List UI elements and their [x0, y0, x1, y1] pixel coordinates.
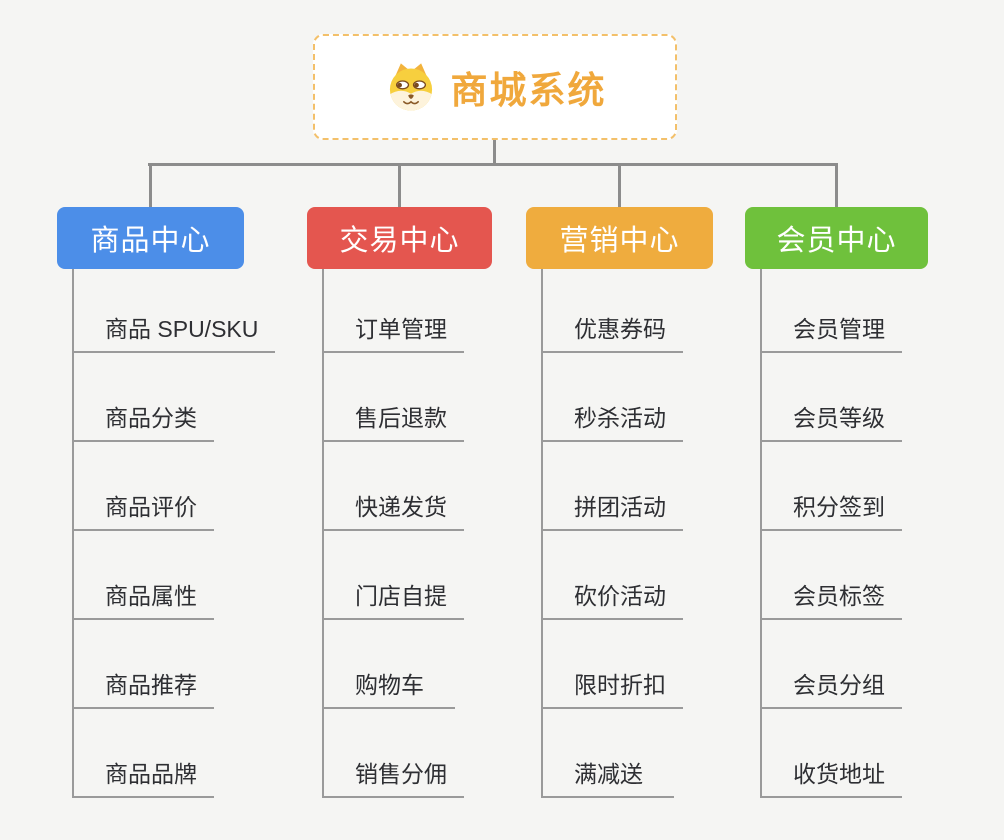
branch-items: 商品 SPU/SKU 商品分类 商品评价 商品属性 商品推荐 商品品牌	[72, 269, 276, 798]
connector-branch-drop	[149, 166, 152, 207]
leaf-label: 订单管理	[355, 316, 447, 342]
leaf-node[interactable]: 会员标签	[762, 531, 902, 620]
leaf-node[interactable]: 拼团活动	[543, 442, 683, 531]
root-node[interactable]: 商城系统	[313, 34, 677, 140]
leaf-label: 快递发货	[355, 494, 447, 520]
leaf-node[interactable]: 会员管理	[762, 269, 902, 353]
leaf-label: 砍价活动	[574, 583, 666, 609]
leaf-label: 商品评价	[105, 494, 197, 520]
connector-branch-drop	[398, 166, 401, 207]
branch-header-4[interactable]: 会员中心	[745, 207, 928, 269]
leaf-node[interactable]: 商品分类	[74, 353, 214, 442]
leaf-label: 销售分佣	[355, 761, 447, 787]
leaf-node[interactable]: 满减送	[543, 709, 674, 798]
branch-label: 交易中心	[339, 225, 460, 257]
branch-1: 商品中心 商品 SPU/SKU 商品分类 商品评价 商品属性 商品推荐 商品品牌	[57, 166, 276, 798]
leaf-label: 会员标签	[793, 583, 885, 609]
leaf-node[interactable]: 门店自提	[324, 531, 464, 620]
leaf-node[interactable]: 售后退款	[324, 353, 464, 442]
leaf-node[interactable]: 商品 SPU/SKU	[74, 269, 276, 353]
branch-4: 会员中心 会员管理 会员等级 积分签到 会员标签 会员分组 收货地址	[745, 166, 928, 798]
branch-items: 订单管理 售后退款 快递发货 门店自提 购物车 销售分佣	[322, 269, 492, 798]
leaf-node[interactable]: 快递发货	[324, 442, 464, 531]
branch-label: 商品中心	[90, 225, 211, 257]
branch-header-2[interactable]: 交易中心	[307, 207, 492, 269]
branch-2: 交易中心 订单管理 售后退款 快递发货 门店自提 购物车 销售分佣	[307, 166, 492, 798]
connector-horizontal-bar	[148, 163, 838, 166]
leaf-node[interactable]: 优惠券码	[543, 269, 683, 353]
connector-branch-drop	[618, 166, 621, 207]
leaf-label: 会员管理	[793, 316, 885, 342]
dog-face-icon	[384, 60, 438, 114]
branch-header-1[interactable]: 商品中心	[57, 207, 244, 269]
leaf-node[interactable]: 会员等级	[762, 353, 902, 442]
leaf-node[interactable]: 砍价活动	[543, 531, 683, 620]
leaf-label: 优惠券码	[574, 316, 666, 342]
leaf-label: 积分签到	[793, 494, 885, 520]
root-title: 商城系统	[450, 70, 607, 111]
leaf-node[interactable]: 销售分佣	[324, 709, 464, 798]
branch-items: 会员管理 会员等级 积分签到 会员标签 会员分组 收货地址	[760, 269, 928, 798]
branch-label: 会员中心	[776, 225, 897, 257]
leaf-node[interactable]: 秒杀活动	[543, 353, 683, 442]
leaf-label: 门店自提	[355, 583, 447, 609]
leaf-node[interactable]: 商品推荐	[74, 620, 214, 709]
leaf-node[interactable]: 商品属性	[74, 531, 214, 620]
connector-root-stub	[493, 140, 496, 163]
leaf-node[interactable]: 限时折扣	[543, 620, 683, 709]
branch-header-3[interactable]: 营销中心	[526, 207, 713, 269]
leaf-node[interactable]: 商品评价	[74, 442, 214, 531]
leaf-label: 会员分组	[793, 672, 885, 698]
branch-label: 营销中心	[559, 225, 680, 257]
leaf-label: 秒杀活动	[574, 405, 666, 431]
leaf-node[interactable]: 购物车	[324, 620, 455, 709]
leaf-label: 商品分类	[105, 405, 197, 431]
leaf-label: 拼团活动	[574, 494, 666, 520]
leaf-label: 商品品牌	[105, 761, 197, 787]
leaf-label: 商品属性	[105, 583, 197, 609]
leaf-label: 售后退款	[355, 405, 447, 431]
leaf-label: 购物车	[355, 672, 424, 698]
leaf-label: 满减送	[574, 761, 643, 787]
branch-3: 营销中心 优惠券码 秒杀活动 拼团活动 砍价活动 限时折扣 满减送	[526, 166, 713, 798]
branch-items: 优惠券码 秒杀活动 拼团活动 砍价活动 限时折扣 满减送	[541, 269, 713, 798]
leaf-label: 限时折扣	[574, 672, 666, 698]
leaf-node[interactable]: 积分签到	[762, 442, 902, 531]
leaf-node[interactable]: 商品品牌	[74, 709, 214, 798]
leaf-label: 商品推荐	[105, 672, 197, 698]
leaf-node[interactable]: 会员分组	[762, 620, 902, 709]
leaf-label: 会员等级	[793, 405, 885, 431]
connector-branch-drop	[835, 166, 838, 207]
leaf-node[interactable]: 收货地址	[762, 709, 902, 798]
leaf-label: 商品 SPU/SKU	[105, 316, 259, 342]
leaf-label: 收货地址	[793, 761, 885, 787]
leaf-node[interactable]: 订单管理	[324, 269, 464, 353]
